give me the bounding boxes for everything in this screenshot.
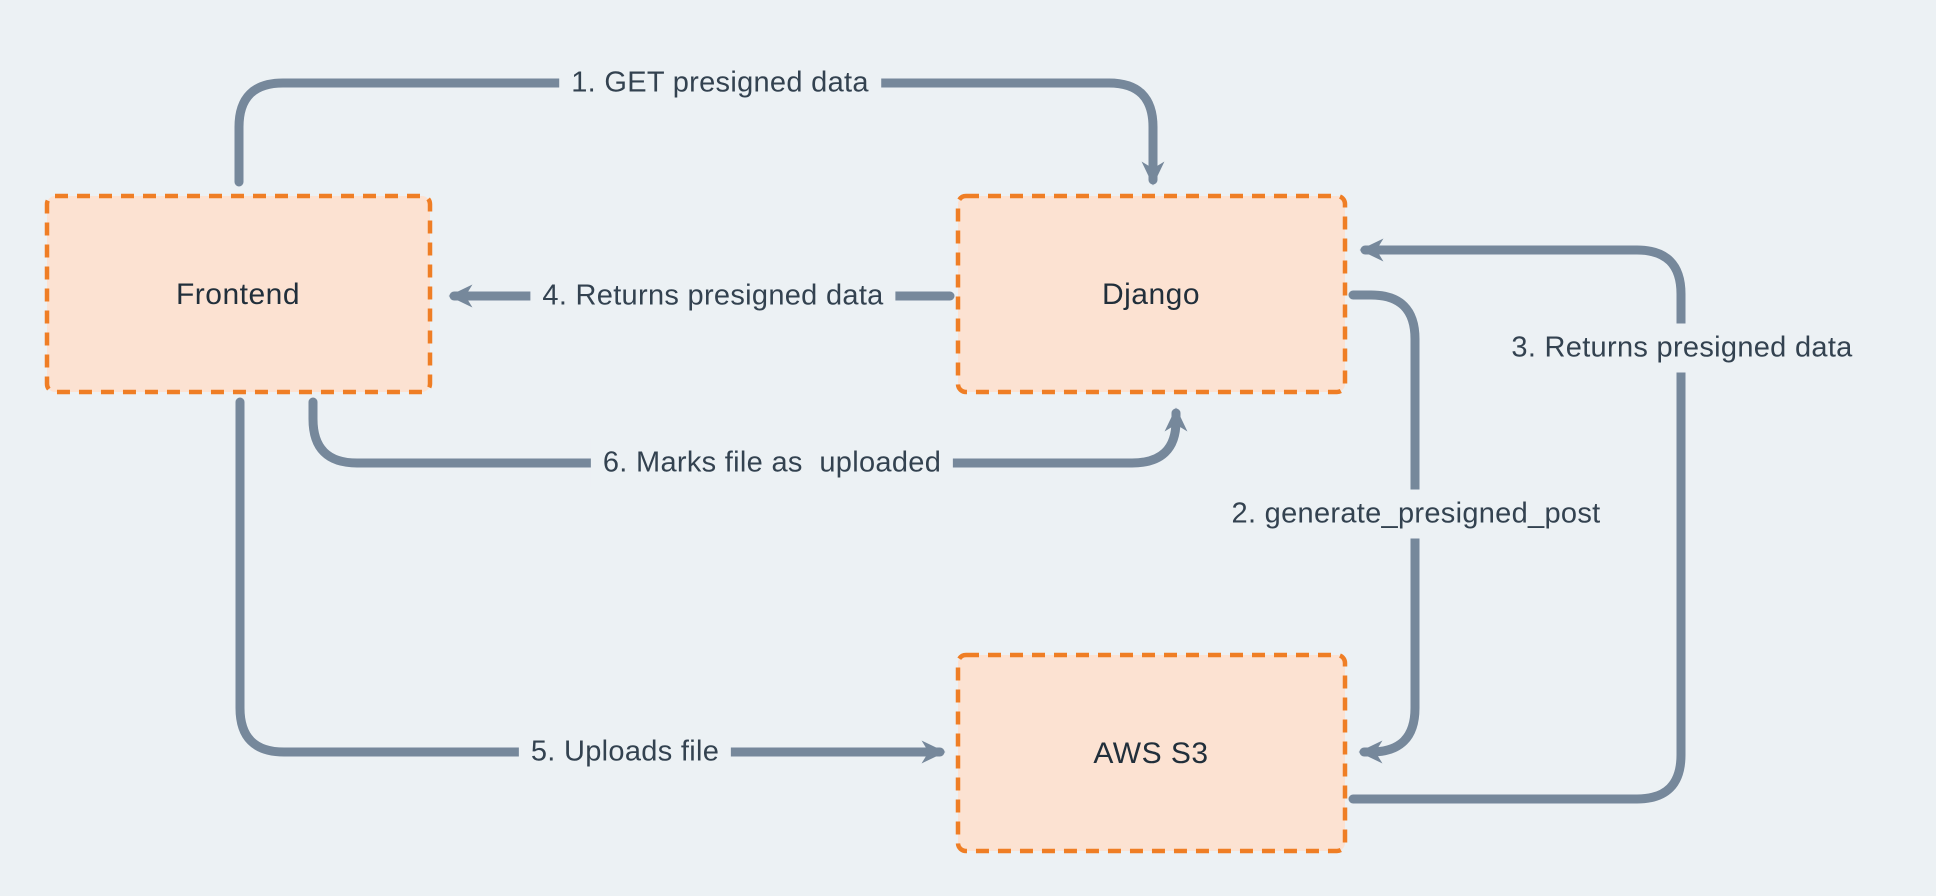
django-node-label: Django bbox=[1101, 278, 1201, 311]
django-node-box bbox=[955, 193, 1348, 395]
edge-label-4-returns-presigned-data: 4. Returns presigned data bbox=[530, 271, 896, 321]
edge-label-3-returns-presigned-data: 3. Returns presigned data bbox=[1499, 323, 1865, 373]
edge-5-uploads-file bbox=[235, 397, 946, 764]
edge-label-6-marks-file-uploaded: 6. Marks file as uploaded bbox=[590, 438, 954, 488]
edge-label-1-get-presigned-data: 1. GET presigned data bbox=[559, 58, 881, 108]
edge-label-2-generate-presigned-post: 2. generate_presigned_post bbox=[1219, 489, 1613, 539]
aws-s3-node-box bbox=[955, 652, 1348, 854]
aws-s3-node-label: AWS S3 bbox=[1093, 737, 1209, 770]
edge-3-returns-presigned-data bbox=[1348, 238, 1686, 804]
edge-label-5-uploads-file: 5. Uploads file bbox=[518, 727, 732, 777]
frontend-node-label: Frontend bbox=[175, 278, 301, 311]
frontend-node-box bbox=[44, 193, 433, 395]
